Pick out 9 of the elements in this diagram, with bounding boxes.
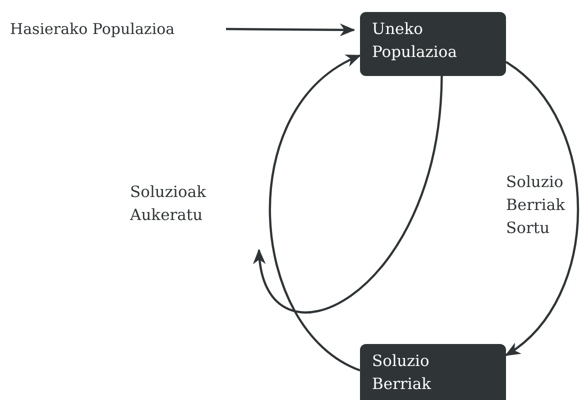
arrow — [226, 23, 356, 36]
process-box: Soluzio Berriak — [360, 344, 506, 400]
arrow — [268, 54, 362, 372]
start-label: Hasierako Populazioa — [10, 19, 210, 39]
arrow — [504, 61, 580, 356]
edge-label: Soluzioak Aukeratu — [130, 182, 208, 226]
process-box: Uneko Populazioa — [360, 12, 506, 76]
edge-label: Soluzio Berriak Sortu — [506, 172, 566, 239]
arrow — [254, 76, 443, 314]
